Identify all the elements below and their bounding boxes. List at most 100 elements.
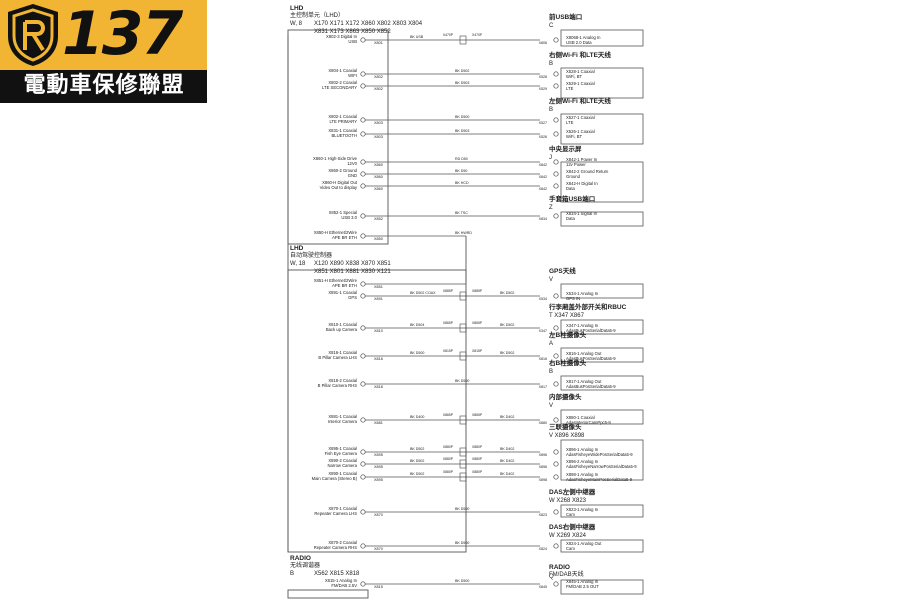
wire-code: BK D502 xyxy=(410,472,424,476)
connector-desc: Cam xyxy=(566,546,575,551)
wire-code: RD D50 xyxy=(455,157,468,161)
connector-label: X534-1 Analog In xyxy=(566,291,599,296)
splice-label: X880P xyxy=(472,470,483,474)
group-code: J xyxy=(549,155,552,161)
pin-code: X815 xyxy=(374,585,383,589)
controller-box xyxy=(287,269,467,553)
pin-circle xyxy=(553,449,559,455)
connector-desc: FM/DAB 2.5V xyxy=(331,583,357,588)
connector-label: X881-1 Coaxial xyxy=(328,414,357,419)
group-box xyxy=(560,283,644,299)
controller-subtitle: 自动驾驶控制器 xyxy=(290,251,332,259)
splice-label: X470P xyxy=(443,33,454,37)
group-code: Z xyxy=(549,205,553,211)
pin-code: X895 xyxy=(374,465,383,469)
pin-code: X816 xyxy=(539,357,547,361)
pin-circle xyxy=(360,71,366,77)
connector-label: X802-1 Coaxial xyxy=(328,114,357,119)
pin-circle xyxy=(553,171,559,177)
group-box xyxy=(560,319,644,335)
connector-label: X870-1 Coaxial xyxy=(328,506,357,511)
pin-circle xyxy=(553,461,559,467)
wire-code: BK D503 xyxy=(455,129,469,133)
pin-code: X851 xyxy=(374,285,383,289)
pin-code: X860 xyxy=(374,187,383,191)
pin-circle xyxy=(553,509,559,515)
wire-code: BK D502 xyxy=(410,447,424,451)
pin-code: X845 xyxy=(539,585,547,589)
pin-code: X802 xyxy=(374,87,383,91)
connector-label: X8068-1 Analog In xyxy=(566,35,601,40)
connector-desc: 12V0 xyxy=(347,161,357,166)
pin-circle xyxy=(553,474,559,480)
group-code: W X269 X824 xyxy=(549,533,587,539)
wire-code: BK D400 xyxy=(410,415,424,419)
connector-desc: LTE xyxy=(566,86,574,91)
connector-label: X816-1 Analog Out xyxy=(566,351,602,356)
wire-code: BK D402 xyxy=(500,447,514,451)
connector-label: X529-1 Coaxial xyxy=(566,81,595,86)
pin-code: X816 xyxy=(374,357,383,361)
group-title: 手套箱USB端口 xyxy=(549,194,595,203)
pin-circle xyxy=(553,325,559,331)
wire-code: BK D500 xyxy=(455,379,469,383)
connector-desc: WIFI xyxy=(348,73,357,78)
wire-code: BK D502 xyxy=(500,323,514,327)
pin-circle xyxy=(360,281,366,287)
splice-connector xyxy=(459,415,467,425)
pin-circle xyxy=(553,417,559,423)
pin-circle xyxy=(360,543,366,549)
pin-code: X891 xyxy=(374,297,383,301)
group-code: T X347 X867 xyxy=(549,313,585,319)
pin-code: X803 xyxy=(374,121,383,125)
pin-circle xyxy=(553,37,559,43)
controller-pin-list: X831 X173 X863 X850 X852 xyxy=(314,29,391,35)
pin-circle xyxy=(360,131,366,137)
pin-code: X818 xyxy=(374,385,383,389)
pin-circle xyxy=(360,233,366,239)
pin-code: X842 xyxy=(539,187,547,191)
connector-label: X802-2 Coaxial xyxy=(328,80,357,85)
connector-desc: GPS IN xyxy=(566,296,580,301)
connector-desc: GPS xyxy=(348,295,357,300)
pin-circle xyxy=(360,461,366,467)
pin-code: X803 xyxy=(374,135,383,139)
pin-code: X880 xyxy=(539,421,547,425)
connector-desc: AdasInteriorCamPpc5-9 xyxy=(566,420,611,425)
pin-circle xyxy=(553,131,559,137)
group-box xyxy=(560,439,644,481)
pin-code: X834 xyxy=(539,217,547,221)
splice-label: X880P xyxy=(472,457,483,461)
connector-desc: AdasBusPosSerialData5-9 xyxy=(566,384,616,389)
connector-desc: 12v Power xyxy=(566,162,586,167)
group-box xyxy=(560,29,644,47)
connector-label: X896-2 Analog In xyxy=(566,459,599,464)
wire-code: BK USB xyxy=(410,35,424,39)
pin-circle xyxy=(360,37,366,43)
group-box xyxy=(560,347,644,363)
pin-circle xyxy=(360,293,366,299)
connector-label: X528-1 Coaxial xyxy=(566,69,595,74)
controller-title: LHD xyxy=(290,245,304,252)
connector-label: X850-H Ethernet/2Wire xyxy=(314,230,358,235)
pin-code: X534 xyxy=(539,297,547,301)
connector-desc: USB 3.0 xyxy=(341,215,357,220)
connector-desc: Main Camera (Stereo B) xyxy=(312,476,358,481)
connector-desc: Repeater Camera LHS xyxy=(314,511,357,516)
controller-subtitle: 无线调谐器 xyxy=(290,561,320,569)
connector-label: X526-1 Coaxial xyxy=(566,129,595,134)
splice-label: X815P xyxy=(443,349,454,353)
connector-label: X817-1 Analog Out xyxy=(566,379,602,384)
controller-pin-list: X120 X890 X838 X870 X851 xyxy=(314,261,391,267)
connector-desc: AdasFisheyeMainPosSerialData5-9 xyxy=(566,477,633,482)
group-code: C xyxy=(549,23,554,29)
connector-label: X842-1 Power In xyxy=(566,157,598,162)
controller-code: B xyxy=(290,571,294,577)
pin-circle xyxy=(553,381,559,387)
connector-label: X851-H Ethernet/2Wire xyxy=(314,278,358,283)
pin-code: X896 xyxy=(539,465,547,469)
splice-label: X880P xyxy=(443,445,454,449)
wire-code: BK D500 xyxy=(410,351,424,355)
controller-title: RADIO xyxy=(290,555,311,562)
group-code: B xyxy=(549,61,553,67)
